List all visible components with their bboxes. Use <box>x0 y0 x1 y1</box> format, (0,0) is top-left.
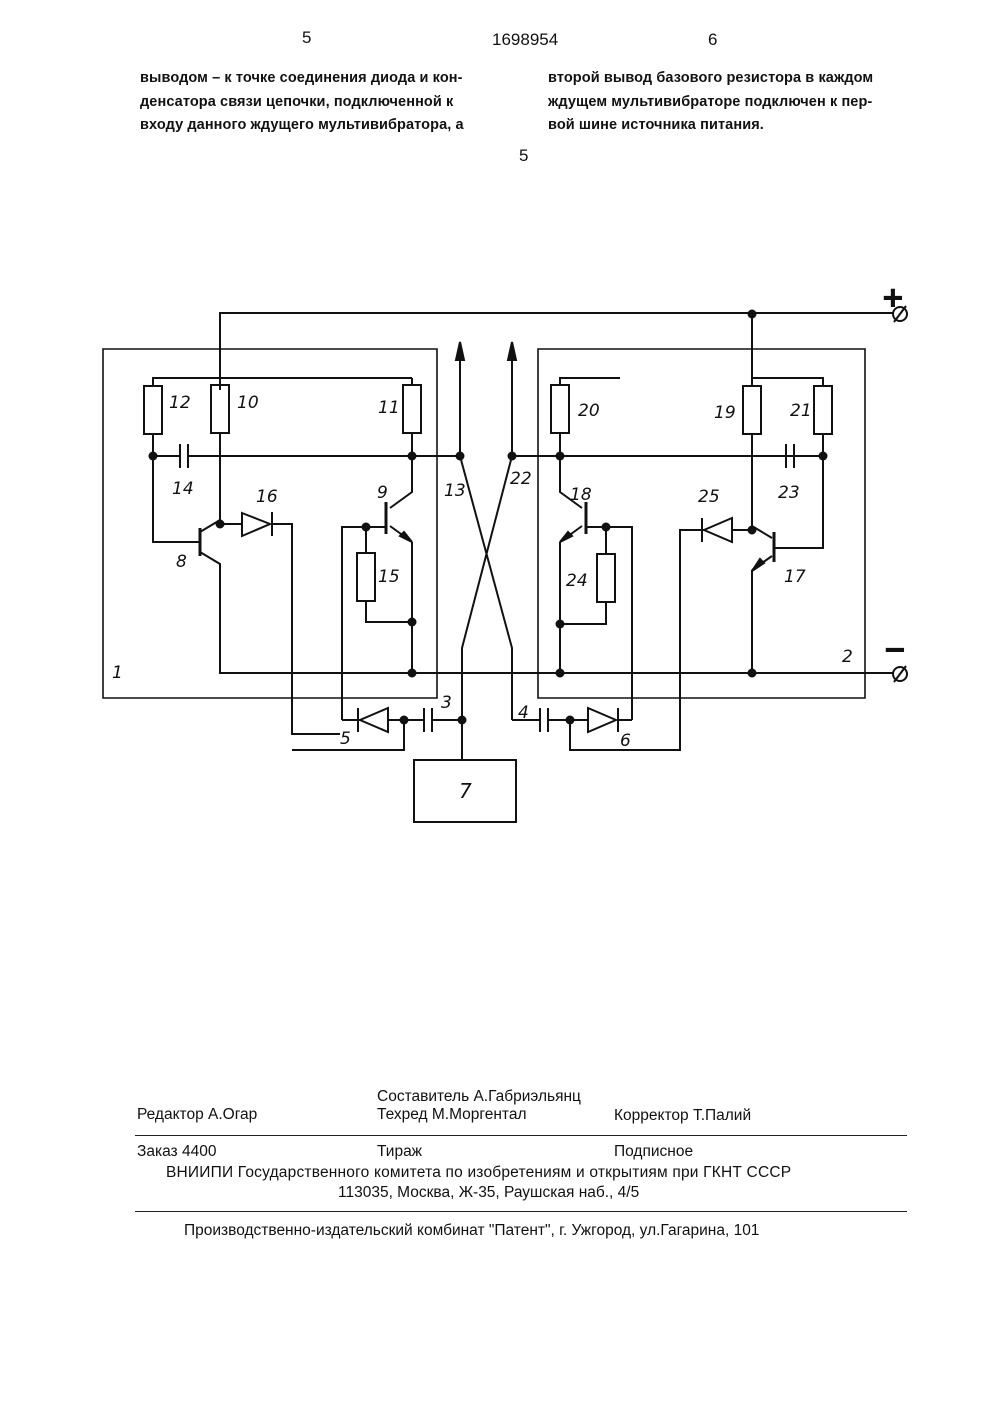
diode-16-icon <box>242 513 270 536</box>
resistor-24 <box>597 554 615 602</box>
right-text-line: ждущем мультивибраторе подключен к пер- <box>548 91 873 115</box>
label-11: 11 <box>378 398 400 418</box>
label-20: 20 <box>578 401 600 421</box>
footer-rule-top <box>135 1135 907 1136</box>
right-text-line: вой шине источника питания. <box>548 114 873 138</box>
label-24: 24 <box>566 571 588 591</box>
left-text-line: выводом – к точке соединения диода и кон… <box>140 67 464 91</box>
techred: Техред М.Моргентал <box>377 1106 527 1124</box>
label-5: 5 <box>340 729 351 749</box>
minus-label: − <box>884 635 906 665</box>
corrector: Корректор Т.Палий <box>614 1107 751 1125</box>
composer: Составитель А.Габриэльянц <box>377 1088 581 1106</box>
label-12: 12 <box>169 393 191 413</box>
label-19: 19 <box>714 403 736 423</box>
label-6: 6 <box>620 731 631 751</box>
org-line: ВНИИПИ Государственного комитета по изоб… <box>166 1164 791 1182</box>
plus-label: + <box>882 283 904 313</box>
label-23: 23 <box>778 483 800 503</box>
label-8: 8 <box>176 552 187 572</box>
label-25: 25 <box>698 487 720 507</box>
label-18: 18 <box>570 485 592 505</box>
publisher: Производственно-издательский комбинат "П… <box>184 1222 759 1240</box>
resistor-11 <box>403 385 421 433</box>
footer-rule-bottom <box>135 1211 907 1212</box>
label-16: 16 <box>256 487 278 507</box>
diode-25-icon <box>704 518 732 542</box>
line-number: 5 <box>519 146 528 166</box>
label-2: 2 <box>842 647 853 667</box>
left-page-number: 5 <box>302 28 311 48</box>
resistor-21 <box>814 386 832 434</box>
label-13: 13 <box>444 481 466 501</box>
patent-number: 1698954 <box>492 30 558 50</box>
circuit-schematic: + − <box>0 280 1000 840</box>
resistor-15 <box>357 553 375 601</box>
left-text-line: входу данного ждущего мультивибратора, а <box>140 114 464 138</box>
label-7: 7 <box>459 779 472 803</box>
label-21: 21 <box>790 401 812 421</box>
resistor-12 <box>144 386 162 434</box>
label-9: 9 <box>377 483 388 503</box>
label-15: 15 <box>378 567 400 587</box>
label-14: 14 <box>172 479 194 499</box>
label-22: 22 <box>510 469 532 489</box>
label-10: 10 <box>237 393 259 413</box>
resistor-19 <box>743 386 761 434</box>
label-1: 1 <box>112 663 123 683</box>
address: 113035, Москва, Ж-35, Раушская наб., 4/5 <box>338 1184 639 1202</box>
label-4: 4 <box>518 703 529 723</box>
right-text-line: второй вывод базового резистора в каждом <box>548 67 873 91</box>
order-number: Заказ 4400 <box>137 1143 216 1161</box>
resistor-10 <box>211 385 229 433</box>
label-17: 17 <box>784 567 806 587</box>
label-3: 3 <box>441 693 452 713</box>
circulation: Тираж <box>377 1143 422 1161</box>
right-page-number: 6 <box>708 30 717 50</box>
subscription: Подписное <box>614 1143 693 1161</box>
diode-6-icon <box>588 708 616 732</box>
left-text-column: выводом – к точке соединения диода и кон… <box>140 67 464 138</box>
diode-5-icon <box>360 708 388 732</box>
right-text-column: второй вывод базового резистора в каждом… <box>548 67 873 138</box>
resistor-20 <box>551 385 569 433</box>
left-text-line: денсатора связи цепочки, подключенной к <box>140 91 464 115</box>
editor: Редактор А.Огар <box>137 1106 257 1124</box>
